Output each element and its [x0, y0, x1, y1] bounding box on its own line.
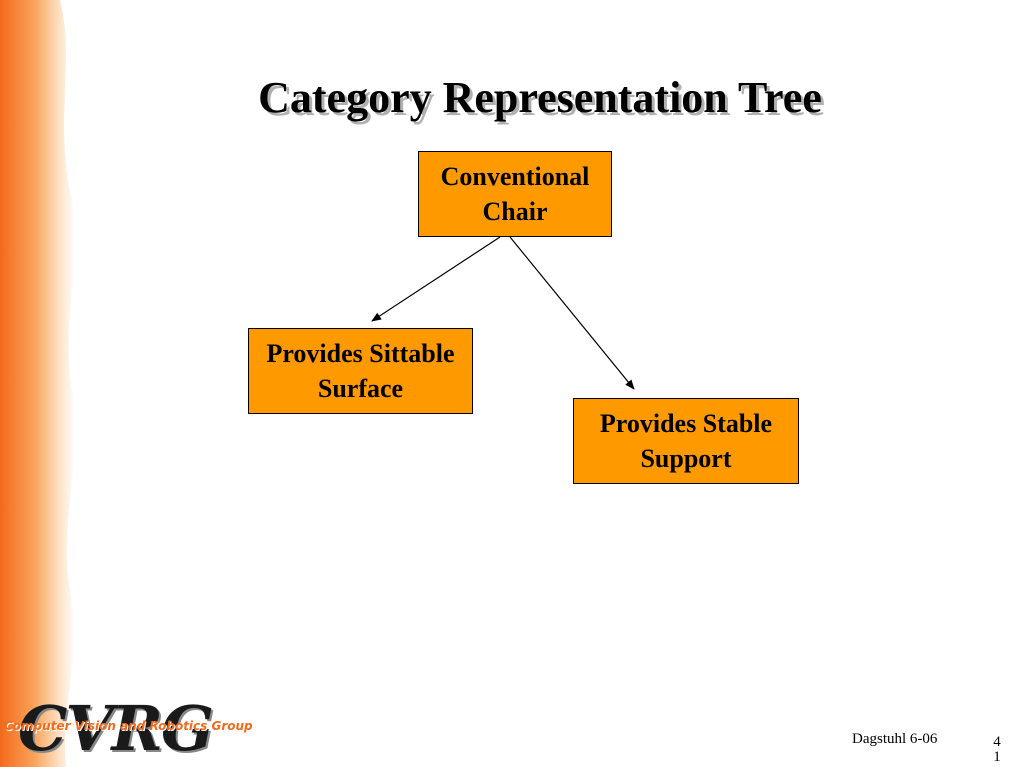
logo-letters: CVRG [18, 692, 214, 765]
node-root-line2: Chair [482, 197, 548, 226]
logo-subtitle: Computer Vision and Robotics Group [4, 719, 253, 733]
node-root-line1: Conventional [440, 161, 590, 191]
node-conventional-chair: Conventional Chair [418, 151, 612, 237]
cvrg-logo: CVRG Computer Vision and Robotics Group [4, 694, 253, 764]
node-left-line1: Provides Sittable [266, 338, 455, 368]
node-left-line2: Surface [317, 374, 404, 403]
page-number-line1: 4 [993, 734, 1001, 750]
orange-gradient-sidebar [0, 0, 76, 767]
node-provides-sittable-surface: Provides Sittable Surface [248, 328, 473, 414]
page-number-line2: 1 [993, 749, 1001, 765]
footer-text: Dagstuhl 6-06 [852, 731, 938, 747]
page-number: 4 1 [990, 735, 1004, 765]
slide-title: Category Representation Tree [258, 73, 822, 122]
node-provides-stable-support: Provides Stable Support [573, 398, 799, 484]
node-right-line2: Support [640, 444, 732, 473]
edge-root-to-sittable-surface [371, 236, 501, 322]
edge-root-to-stable-support [509, 236, 635, 390]
node-right-line1: Provides Stable [599, 408, 773, 438]
